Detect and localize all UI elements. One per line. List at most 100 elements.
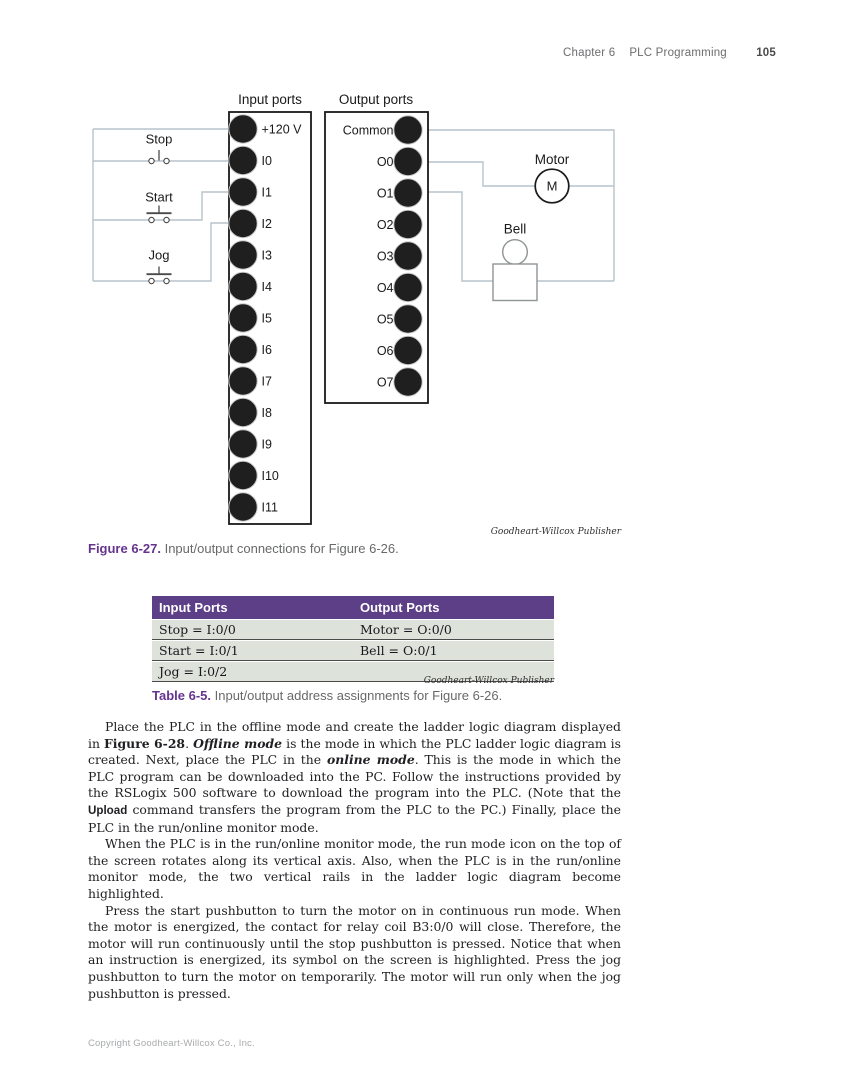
output-terminal	[393, 178, 423, 208]
motor-letter: M	[547, 179, 558, 194]
section-label: PLC Programming	[629, 47, 727, 59]
input-terminal-label: I6	[262, 343, 272, 357]
output-terminal-label: O0	[377, 155, 394, 169]
text-run: command transfers the program from the P…	[88, 801, 621, 835]
table-header-row: Input Ports Output Ports	[152, 596, 554, 619]
page-header: Chapter 6 PLC Programming 105	[563, 47, 776, 59]
table-row: Start = I:0/1 Bell = O:0/1	[152, 640, 554, 661]
input-terminal	[228, 177, 258, 207]
bell-gong	[502, 238, 529, 265]
wire-start-to-i1	[93, 191, 229, 221]
figure-caption-label: Figure 6-27.	[88, 541, 161, 556]
input-terminal	[228, 334, 258, 365]
switch-contact	[148, 216, 155, 224]
output-terminal	[393, 304, 423, 334]
table-caption-label: Table 6-5.	[152, 688, 212, 703]
input-terminal-label: I11	[262, 501, 278, 515]
input-terminal	[228, 271, 258, 302]
output-terminal	[393, 335, 423, 366]
body-text: Place the PLC in the offline mode and cr…	[88, 719, 621, 1002]
input-terminal-label: +120 V	[262, 123, 303, 137]
text-run: online mode	[326, 752, 415, 768]
motor-symbol	[534, 168, 570, 204]
output-terminal-label: O1	[377, 187, 394, 201]
input-terminal	[228, 114, 258, 144]
input-terminal-label: I10	[262, 469, 279, 483]
body-paragraph: When the PLC is in the run/online monito…	[88, 836, 621, 902]
figure-caption: Figure 6-27. Input/output connections fo…	[88, 541, 628, 556]
chapter-section: Chapter 6 PLC Programming	[563, 47, 741, 59]
figure-credit: Goodheart-Willcox Publisher	[490, 527, 621, 537]
body-paragraph: Press the start pushbutton to turn the m…	[88, 903, 621, 1003]
chapter-label: Chapter 6	[563, 47, 616, 59]
bell-label: Bell	[504, 222, 527, 237]
table-caption-text: Input/output address assignments for Fig…	[211, 688, 503, 703]
output-terminal	[393, 115, 423, 145]
switch-contact	[148, 277, 155, 285]
table-cell: Stop = I:0/0	[159, 622, 236, 637]
output-terminal-label: Common	[343, 124, 394, 138]
output-terminal-label: O2	[377, 218, 394, 232]
bell-body	[492, 263, 538, 302]
text-run: Upload	[88, 803, 128, 817]
input-terminal	[228, 492, 258, 522]
input-terminal-label: I5	[262, 312, 272, 326]
switch-label-start: Start	[145, 190, 173, 205]
wire-common-right-rail	[422, 129, 615, 281]
input-terminal	[228, 397, 258, 428]
output-terminal-label: O7	[377, 376, 394, 390]
input-terminal-label: I1	[262, 186, 272, 200]
text-run: . This is the mode in which the PLC prog…	[88, 752, 621, 801]
switch-label-jog: Jog	[149, 248, 170, 263]
input-terminal	[228, 240, 258, 270]
wire-o0-to-motor	[422, 161, 535, 187]
input-terminal-label: I9	[262, 438, 272, 452]
input-terminal-label: I3	[262, 249, 272, 263]
table-credit: Goodheart-Willcox Publisher	[423, 676, 554, 686]
text-run: When the PLC is in the run/online monito…	[88, 836, 621, 901]
wire-o1-to-bell	[422, 191, 493, 282]
input-terminal-label: I8	[262, 406, 272, 420]
output-terminal	[393, 367, 423, 397]
output-terminal	[393, 241, 423, 271]
text-run: Place the PLC in the offline mode and cr…	[88, 719, 621, 751]
text-run: Figure 6-28	[104, 735, 186, 751]
output-terminal	[393, 272, 423, 303]
output-terminal-label: O5	[377, 313, 394, 327]
table-header-output-ports: Output Ports	[360, 600, 440, 615]
switch-contact	[163, 216, 170, 224]
table-header-input-ports: Input Ports	[159, 600, 228, 615]
io-wiring-diagram: Input ports Output ports +120 V I0I1I2I3I4I…	[92, 92, 615, 525]
input-terminal-label: I2	[262, 217, 272, 231]
switch-contact	[163, 157, 170, 165]
page-footer: Copyright Goodheart-Willcox Co., Inc.	[88, 1038, 255, 1049]
input-terminal-label: I0	[262, 154, 272, 168]
text-run: .	[185, 735, 194, 751]
figure-caption-text: Input/output connections for Figure 6-26…	[160, 541, 399, 556]
output-terminal-label: O3	[377, 250, 394, 264]
text-run: Press the start pushbutton to turn the m…	[88, 902, 621, 1001]
table-cell: Bell = O:0/1	[360, 643, 438, 658]
input-terminal	[228, 366, 258, 396]
output-ports-title: Output ports	[339, 92, 414, 107]
text-run: is the mode in which the PLC ladder logi…	[88, 735, 621, 768]
input-terminal-label: I7	[262, 375, 272, 389]
switch-contact	[148, 157, 155, 165]
input-terminal	[228, 303, 258, 333]
input-ports-title: Input ports	[238, 92, 302, 107]
motor-label: Motor	[535, 152, 570, 167]
output-terminal	[393, 146, 423, 177]
output-terminal-label: O4	[377, 281, 394, 295]
table-cell: Start = I:0/1	[159, 643, 239, 658]
switch-label-stop: Stop	[146, 132, 173, 147]
text-run: Offline mode	[193, 735, 283, 751]
input-terminal	[228, 208, 258, 239]
input-terminal	[228, 145, 258, 176]
output-terminal-label: O6	[377, 344, 394, 358]
input-terminal	[228, 460, 258, 491]
input-terminal-label: I4	[262, 280, 272, 294]
page-number: 105	[756, 47, 776, 59]
